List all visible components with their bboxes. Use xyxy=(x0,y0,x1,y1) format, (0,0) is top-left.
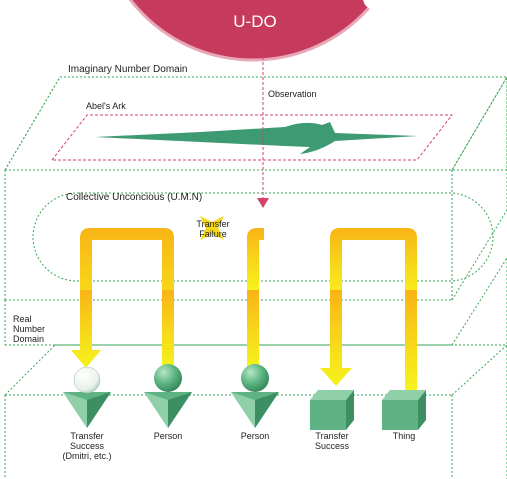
object-person-1 xyxy=(144,364,192,428)
object-label-4-line1: Transfer xyxy=(315,431,349,441)
real-domain-line1: Real xyxy=(13,314,32,324)
object-label-1: Transfer Success (Dmitri, etc.) xyxy=(52,431,122,462)
object-transfer-success-cube xyxy=(310,390,354,430)
object-label-4: Transfer Success xyxy=(302,431,362,452)
collective-unconscious-label: Collective Unconcious (U.M.N) xyxy=(66,192,203,203)
object-label-5: Thing xyxy=(374,431,434,442)
object-label-3-line1: Person xyxy=(240,431,270,441)
object-person-2 xyxy=(231,364,279,428)
object-label-2: Person xyxy=(138,431,198,442)
object-thing-cube xyxy=(382,390,426,430)
object-label-4-line2: Success xyxy=(314,440,349,451)
abels-ark-plane xyxy=(50,114,454,161)
transfer-failure-label: Transfer Failure xyxy=(188,219,238,240)
object-label-1-line3: (Dmitri, etc.) xyxy=(62,450,112,461)
abels-ark-label: Abel's Ark xyxy=(86,101,126,111)
transfer-failure-line1: Transfer xyxy=(196,219,230,229)
middle-slab xyxy=(4,209,507,346)
object-label-1-line1: Transfer xyxy=(70,431,104,441)
observation-label: Observation xyxy=(268,89,317,99)
object-label-5-line1: Thing xyxy=(392,431,416,441)
down-arrows xyxy=(71,290,417,390)
real-domain-line3: Domain xyxy=(13,333,45,344)
real-domain-label: Real Number Domain xyxy=(13,314,46,345)
imaginary-domain-slab xyxy=(4,76,507,300)
object-label-1-line2: Success xyxy=(69,440,104,451)
real-domain-line2: Number xyxy=(13,323,46,334)
real-domain-slab xyxy=(4,258,507,479)
object-transfer-success-dmitri xyxy=(63,366,111,428)
udo-disc xyxy=(128,0,387,62)
transfer-failure-burst xyxy=(200,216,224,240)
collective-unconscious-capsule xyxy=(32,192,494,282)
imaginary-domain-label: Imaginary Number Domain xyxy=(68,64,188,75)
transfer-failure-line2: Failure xyxy=(199,228,227,239)
object-label-2-line1: Person xyxy=(153,431,183,441)
observation-line xyxy=(257,52,269,208)
object-label-3: Person xyxy=(225,431,285,442)
udo-label: U-DO xyxy=(233,12,277,31)
